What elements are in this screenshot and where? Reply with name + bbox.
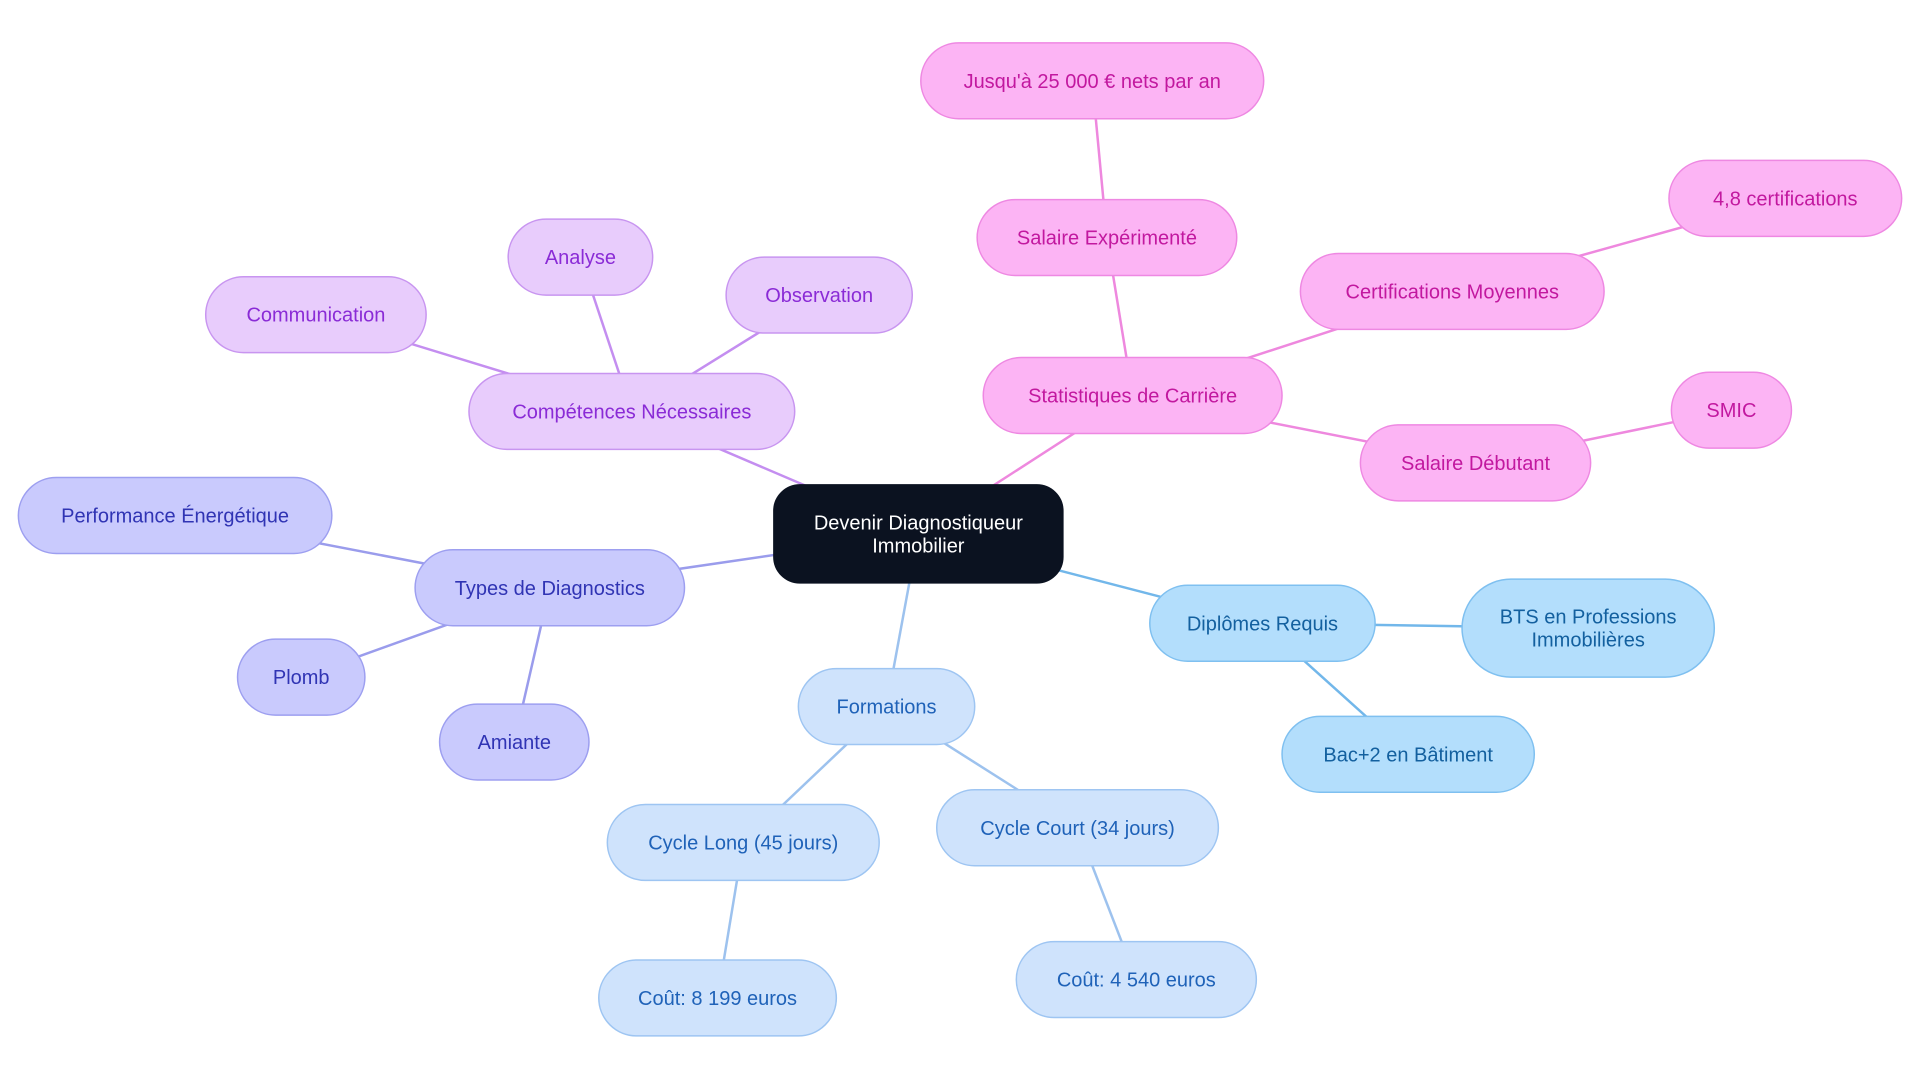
node-box [982,356,1283,435]
node-label: Observation [765,285,873,307]
node-box [414,549,686,627]
node-box [935,789,1220,867]
node-formations: Formations [797,667,976,746]
node-box [1668,159,1903,238]
node-label: Analyse [545,247,616,269]
node-cycle-court: Cycle Court (34 jours) [935,789,1220,867]
node-salaire-deb: Salaire Débutant [1359,424,1592,502]
node-box [976,198,1238,277]
node-box [1299,252,1605,331]
node-label: Immobilières [1531,630,1644,652]
node-box [1015,940,1258,1019]
node-certifications: Certifications Moyennes [1299,252,1605,331]
node-box [1670,371,1793,449]
node-types: Types de Diagnostics [414,549,686,627]
node-analyse: Analyse [507,218,654,296]
node-label: Cycle Long (45 jours) [648,832,838,854]
node-label: Jusqu'à 25 000 € nets par an [964,71,1221,93]
node-statistiques: Statistiques de Carrière [982,356,1283,435]
node-label: BTS en Professions [1500,607,1677,629]
node-label: Certifications Moyennes [1346,281,1559,303]
node-communication: Communication [204,275,427,354]
node-box [17,476,333,555]
node-amiante: Amiante [438,703,590,781]
node-label: Salaire Expérimenté [1017,228,1197,250]
node-label: Salaire Débutant [1401,453,1550,475]
node-box [236,638,366,716]
node-box [725,256,913,334]
node-label: Immobilier [872,535,965,557]
node-bac2: Bac+2 en Bâtiment [1281,715,1536,793]
node-performance: Performance Énergétique [17,476,333,555]
node-label: Amiante [478,732,551,754]
node-salaire-exp: Salaire Expérimenté [976,198,1238,277]
node-label: SMIC [1706,400,1756,422]
node-box [468,372,796,451]
node-box [606,803,880,882]
node-label: Devenir Diagnostiqueur [814,512,1023,534]
node-box [1149,584,1376,662]
node-jusqua: Jusqu'à 25 000 € nets par an [920,42,1265,120]
node-label: Performance Énergétique [61,505,289,528]
node-label: Plomb [273,667,330,689]
node-box [507,218,654,296]
node-box [438,703,590,781]
node-label: Statistiques de Carrière [1028,386,1237,408]
node-plomb: Plomb [236,638,366,716]
node-label: Compétences Nécessaires [512,401,751,423]
node-label: Cycle Court (34 jours) [980,818,1175,840]
node-box [598,959,838,1037]
node-cycle-long: Cycle Long (45 jours) [606,803,880,882]
node-box [773,484,1064,584]
node-box [797,667,976,746]
node-label: Coût: 8 199 euros [638,988,797,1010]
node-label: 4,8 certifications [1713,188,1858,210]
node-box [204,275,427,354]
node-box [920,42,1265,120]
node-smic: SMIC [1670,371,1793,449]
node-cout-long: Coût: 8 199 euros [598,959,838,1037]
node-label: Formations [837,697,937,719]
node-label: Coût: 4 540 euros [1057,970,1216,992]
node-label: Types de Diagnostics [455,578,645,600]
node-diplomes: Diplômes Requis [1149,584,1376,662]
node-competences: Compétences Nécessaires [468,372,796,451]
node-box [1281,715,1536,793]
node-label: Communication [246,305,385,327]
node-certs-48: 4,8 certifications [1668,159,1903,238]
node-cout-court: Coût: 4 540 euros [1015,940,1258,1019]
node-box [1461,578,1716,678]
node-label: Diplômes Requis [1187,613,1338,635]
node-label: Bac+2 en Bâtiment [1323,744,1493,766]
node-box [1359,424,1592,502]
node-observation: Observation [725,256,913,334]
